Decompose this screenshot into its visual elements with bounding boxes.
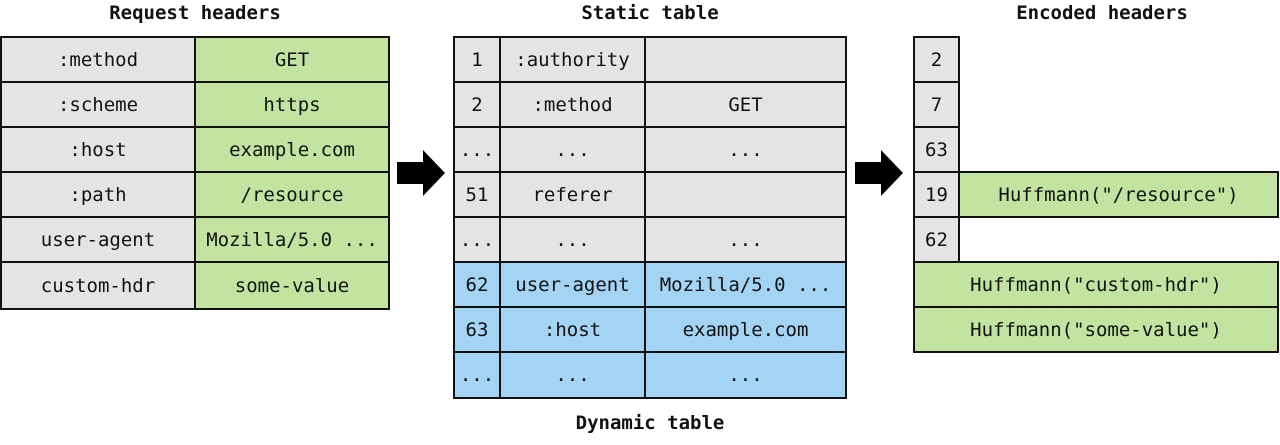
table-value-cell: GET	[644, 81, 847, 128]
table-index-cell: 2	[453, 81, 501, 128]
encoded-literal-cell: Huffmann("/resource")	[958, 171, 1279, 218]
encoded-literal-cell: Huffmann("custom-hdr")	[913, 261, 1279, 308]
static-table-heading: Static table	[581, 2, 719, 24]
table-index-cell: ...	[453, 216, 501, 263]
dynamic-table-heading: Dynamic table	[575, 412, 725, 434]
header-value-cell: Mozilla/5.0 ...	[194, 216, 390, 263]
table-index-cell: ...	[453, 126, 501, 173]
encoded-index-cell: 19	[913, 171, 960, 218]
encoded-literal-cell: Huffmann("some-value")	[913, 306, 1279, 353]
header-name-cell: :path	[0, 171, 196, 218]
header-value-cell: example.com	[194, 126, 390, 173]
table-index-cell: 63	[453, 306, 501, 353]
encoded-headers-heading: Encoded headers	[1016, 2, 1188, 24]
table-value-cell: ...	[644, 216, 847, 263]
header-name-cell: :scheme	[0, 81, 196, 128]
table-name-cell: :method	[499, 81, 646, 128]
table-name-cell: :authority	[499, 36, 646, 83]
header-value-cell: /resource	[194, 171, 390, 218]
request-headers-heading: Request headers	[109, 2, 281, 24]
table-name-cell: referer	[499, 171, 646, 218]
encoded-index-cell: 7	[913, 81, 960, 128]
table-index-cell: 51	[453, 171, 501, 218]
header-name-cell: custom-hdr	[0, 261, 196, 310]
table-value-cell: ...	[644, 126, 847, 173]
header-name-cell: user-agent	[0, 216, 196, 263]
table-value-cell: example.com	[644, 306, 847, 353]
table-index-cell: ...	[453, 351, 501, 399]
encoded-index-cell: 2	[913, 36, 960, 83]
encoded-index-cell: 62	[913, 216, 960, 263]
header-name-cell: :method	[0, 36, 196, 83]
right-arrow-icon	[397, 150, 445, 196]
table-name-cell: user-agent	[499, 261, 646, 308]
table-value-cell: Mozilla/5.0 ...	[644, 261, 847, 308]
header-name-cell: :host	[0, 126, 196, 173]
table-name-cell: ...	[499, 351, 646, 399]
table-index-cell: 1	[453, 36, 501, 83]
table-value-cell: ...	[644, 351, 847, 399]
header-value-cell: GET	[194, 36, 390, 83]
header-value-cell: some-value	[194, 261, 390, 310]
table-name-cell: ...	[499, 216, 646, 263]
table-value-cell	[644, 171, 847, 218]
table-value-cell	[644, 36, 847, 83]
table-name-cell: ...	[499, 126, 646, 173]
table-index-cell: 62	[453, 261, 501, 308]
header-value-cell: https	[194, 81, 390, 128]
encoded-index-cell: 63	[913, 126, 960, 173]
right-arrow-icon	[855, 150, 903, 196]
table-name-cell: :host	[499, 306, 646, 353]
